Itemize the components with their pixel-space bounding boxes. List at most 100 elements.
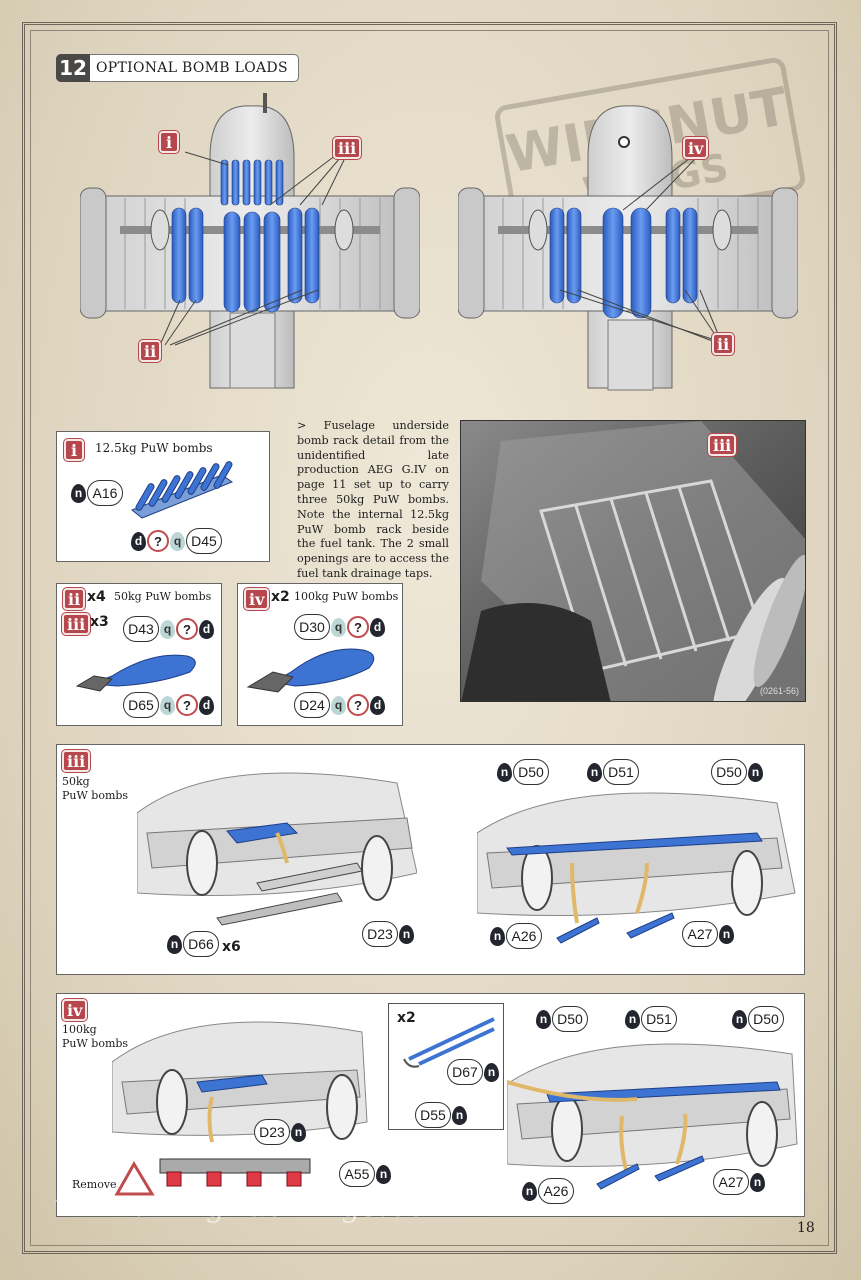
panel-ii-badge: ii [61,587,87,611]
multiplier-x4: x4 [87,589,106,605]
part-d55: D55 [415,1102,451,1128]
part-a27-callout: A27 n [682,921,734,947]
panel-i-title: 12.5kg PuW bombs [95,441,213,455]
part-d51-callout: n D51 [587,759,639,785]
rack-removal-illustration [114,1158,311,1196]
section-iv-title-2: PuW bombs [62,1037,129,1050]
drop-d: d [199,619,214,639]
help-mark: ? [176,694,198,716]
drop-n: n [732,1009,747,1029]
part-d65: D65 [123,692,159,718]
multiplier-x3: x3 [90,614,109,630]
part-d66-callout: n D66 [167,931,219,957]
underside-view-left [137,772,417,926]
step-title: OPTIONAL BOMB LOADS [96,60,288,76]
section-iii-50kg-installation: iii 50kg PuW bombs n D66 x6 D23 n n D50 … [56,744,805,975]
step-header: 12 OPTIONAL BOMB LOADS [56,54,299,82]
part-d55-callout: D55 n [415,1102,467,1128]
part-d67: D67 [447,1059,483,1085]
section-iv-title-1: 100kg [62,1023,97,1036]
drop-n: n [719,924,734,944]
part-d50a-callout: n D50 [497,759,549,785]
part-d45-callout: d ? q D45 [131,528,222,554]
inset-rack-parts [403,1017,495,1068]
part-d23-iv-callout: D23 n [254,1119,306,1145]
part-d24: D24 [294,692,330,718]
section-iii-title-1: 50kg [62,775,90,788]
part-a55-callout: A55 n [339,1161,391,1187]
drop-n: n [490,926,505,946]
part-d45: D45 [186,528,222,554]
drop-q: q [160,695,175,715]
part-d66: D66 [183,931,219,957]
underside-view-iv-left [112,1021,368,1143]
section-iii-title-2: PuW bombs [62,789,129,802]
part-a26: A26 [506,923,542,949]
part-d51: D51 [603,759,639,785]
callout-iv-plan: iv [681,136,710,160]
part-d23: D23 [362,921,398,947]
part-d65-callout: D65 q ? d [123,692,214,718]
panel-iv-title: 100kg PuW bombs [294,590,399,603]
part-d50: D50 [513,759,549,785]
drop-n: n [522,1181,537,1201]
callout-iii-plan: iii [331,136,363,160]
panel-i-badge: i [63,438,85,462]
multiplier-x6: x6 [222,939,241,955]
part-d23: D23 [254,1119,290,1145]
part-d23-callout: D23 n [362,921,414,947]
drop-d: d [199,695,214,715]
callout-ii-plan-right: ii [710,332,736,356]
drop-q: q [160,619,175,639]
reference-photo: iii (0261-56) [460,420,806,702]
part-a16-callout: n A16 [71,480,123,506]
drop-n: n [587,762,602,782]
inset-x2-detail: x2 D67 n D55 n [388,1003,504,1130]
fuselage-plan-view-left [80,93,420,389]
drop-n: n [484,1062,499,1082]
step-number: 12 [56,54,90,82]
page-border [22,22,837,1254]
part-d30-callout: D30 q ? d [294,614,385,640]
photo-credit: (0261-56) [759,686,799,696]
panel-100kg-bombs: iv x2 100kg PuW bombs D30 q ? d D24 q ? … [237,583,403,726]
drop-n: n [497,762,512,782]
section-iii-badge: iii [60,749,92,773]
drop-q: q [331,617,346,637]
help-mark: ? [147,530,169,552]
photo-callout-iii: iii [706,433,738,457]
plan-callout-leaders [159,151,719,346]
help-mark: ? [347,694,369,716]
drop-q: q [170,531,185,551]
section-iv-badge: iv [60,998,89,1022]
part-d24-callout: D24 q ? d [294,692,385,718]
help-mark: ? [347,616,369,638]
panel-ii-title: 50kg PuW bombs [114,590,212,603]
part-a26-iv-callout: n A26 [522,1178,574,1204]
drop-n: n [625,1009,640,1029]
part-d51-iv-callout: n D51 [625,1006,677,1032]
bomb-100kg-illustration [246,648,375,693]
part-d50: D50 [748,1006,784,1032]
remove-label: Remove [72,1178,117,1191]
part-d50a-iv-callout: n D50 [536,1006,588,1032]
panel-12-5kg-bombs: i 12.5kg PuW bombs n A16 d ? q D45 [56,431,270,562]
drop-d: d [370,695,385,715]
part-d50b-iv-callout: n D50 [732,1006,784,1032]
part-a26-callout: n A26 [490,923,542,949]
panel-iv-badge: iv [242,587,271,611]
panel-50kg-bombs: ii x4 50kg PuW bombs iii x3 D43 q ? d D6… [56,583,222,726]
section-iv-100kg-installation: iv 100kg PuW bombs Remove D23 n A55 n x2… [56,993,805,1217]
drop-n: n [376,1164,391,1184]
callout-i-plan: i [158,130,180,154]
part-d43-callout: D43 q ? d [123,616,214,642]
part-a27-iv-callout: A27 n [713,1169,765,1195]
part-a26: A26 [538,1178,574,1204]
drop-n: n [748,762,763,782]
multiplier-x2: x2 [397,1010,416,1026]
small-bomb-rack-illustration [131,461,234,519]
part-a27: A27 [682,921,718,947]
drop-n: n [536,1009,551,1029]
drop-q: q [331,695,346,715]
drop-n: n [452,1105,467,1125]
